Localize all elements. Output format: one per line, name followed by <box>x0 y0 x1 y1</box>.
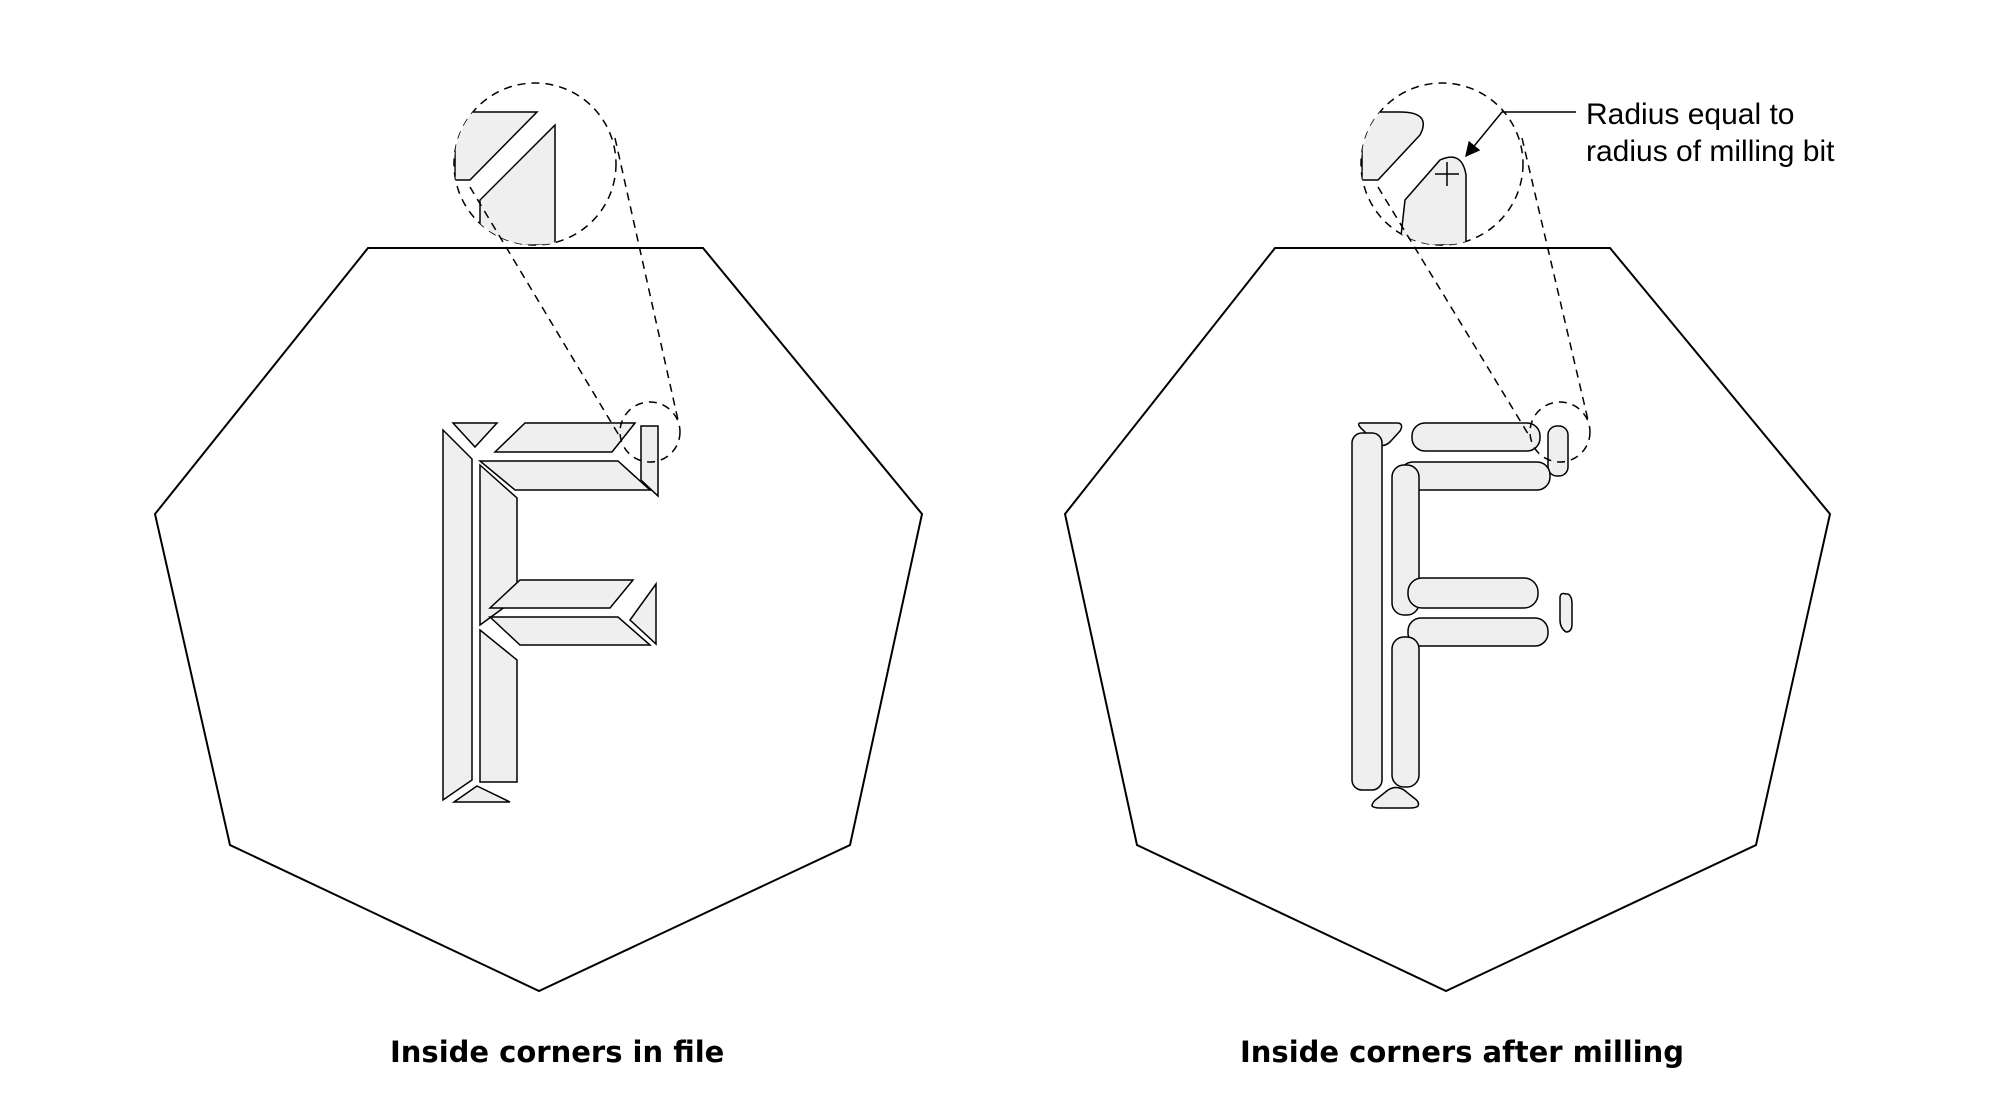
segment-top-bar <box>493 422 637 453</box>
segment-mid-tip <box>629 581 657 646</box>
segment-left-outer-bar <box>442 428 473 802</box>
zoom-circle-small-right <box>1529 401 1591 463</box>
heptagon-right <box>1063 247 1832 993</box>
letter-f-rounded <box>1351 422 1573 809</box>
segment-bottom-cap <box>1371 786 1420 809</box>
segment-left-cap <box>451 422 499 449</box>
segment-lower-bar <box>488 616 652 646</box>
zoom-connector-left-b <box>614 137 679 421</box>
callout-label: Radius equal to radius of milling bit <box>1586 96 1834 170</box>
caption-inside-corners-in-file: Inside corners in file <box>390 1035 725 1069</box>
segment-mid-bar <box>1407 577 1539 609</box>
zoom-circle-small-left <box>619 401 681 463</box>
zoom-connector-right-a <box>1377 186 1531 438</box>
segment-top-small <box>640 425 659 498</box>
segment-top-bar <box>1411 422 1541 452</box>
segment-lower-left-bar <box>479 628 518 783</box>
zoom-connector-left-a <box>469 186 621 438</box>
callout-line-1: Radius equal to <box>1586 98 1795 131</box>
segment-left-outer-bar <box>1351 432 1383 791</box>
segment-lower-left-bar <box>1391 636 1420 788</box>
right-panel <box>1063 82 1832 993</box>
left-panel <box>153 82 924 993</box>
segment-inner-left-bar <box>1391 464 1420 616</box>
zoom-connector-right-b <box>1521 137 1589 421</box>
segment-inner-top-bar <box>1399 461 1551 491</box>
heptagon-left <box>153 247 924 993</box>
segment-top-small <box>1547 425 1569 477</box>
segment-lower-bar <box>1407 617 1549 647</box>
callout-line-2: radius of milling bit <box>1586 135 1835 168</box>
letter-f-sharp <box>442 422 659 803</box>
crosshair-icon <box>1435 162 1459 186</box>
segment-mid-bar <box>488 579 635 609</box>
caption-inside-corners-after-milling: Inside corners after milling <box>1240 1035 1685 1069</box>
segment-mid-tip <box>1559 592 1573 633</box>
magnifier-right <box>1360 82 1591 463</box>
segment-inner-top-bar <box>477 460 652 491</box>
segment-bottom-cap <box>451 785 511 803</box>
magnifier-left <box>453 82 681 463</box>
segment-left-cap <box>1357 422 1403 447</box>
callout-leader <box>1465 111 1576 158</box>
